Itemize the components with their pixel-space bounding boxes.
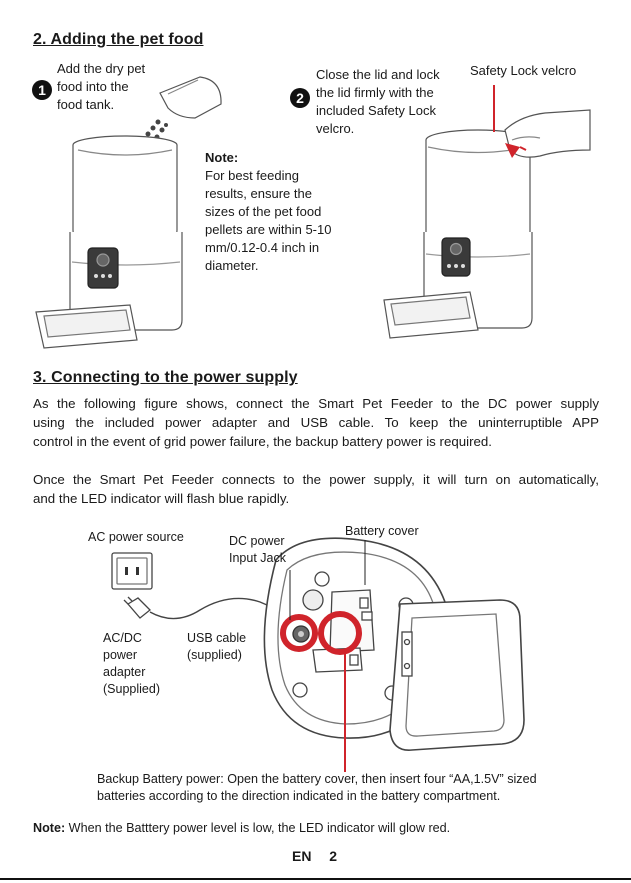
- feeder-illustration-left: [35, 76, 222, 349]
- battery-cover-label: Battery cover: [345, 524, 419, 538]
- step-1-text: Add the dry pet food into the food tank.: [57, 61, 146, 112]
- step-2-text: Close the lid and lock the lid firmly wi…: [316, 67, 440, 136]
- page-number: 2: [329, 848, 338, 864]
- ac-power-source-label: AC power source: [88, 530, 184, 544]
- adapter-label: AC/DC power adapter (Supplied): [103, 631, 160, 696]
- label-leader-lines: [289, 540, 366, 620]
- feeding-note: Note: For best feeding results, ensure t…: [205, 150, 332, 273]
- page-footer: EN 2: [292, 848, 337, 864]
- dc-power-jack-label: DC power Input Jack: [229, 534, 286, 565]
- dc-jack-highlight: [280, 614, 318, 652]
- footer-rule: [0, 878, 631, 880]
- usb-cable-label: USB cable (supplied): [187, 631, 247, 662]
- step-2-badge: 2: [290, 88, 310, 108]
- battery-low-note: Note: When the Batttery power level is l…: [33, 821, 451, 835]
- section3-heading: 3. Connecting to the power supply: [33, 369, 298, 386]
- safety-lock-label: Safety Lock velcro: [470, 63, 577, 78]
- power-diagram: [111, 537, 525, 751]
- section2-heading: 2. Adding the pet food: [33, 31, 204, 48]
- section3-paragraph-1: As the following figure shows, connect t…: [33, 396, 599, 449]
- backup-battery-text: Backup Battery power: Open the battery c…: [97, 772, 537, 803]
- section3-paragraph-2: Once the Smart Pet Feeder connects to th…: [33, 472, 599, 506]
- battery-highlight: [318, 611, 362, 655]
- feeder-illustration-right: [383, 85, 591, 339]
- step-1-badge: 1: [32, 80, 52, 100]
- language-code: EN: [292, 848, 312, 864]
